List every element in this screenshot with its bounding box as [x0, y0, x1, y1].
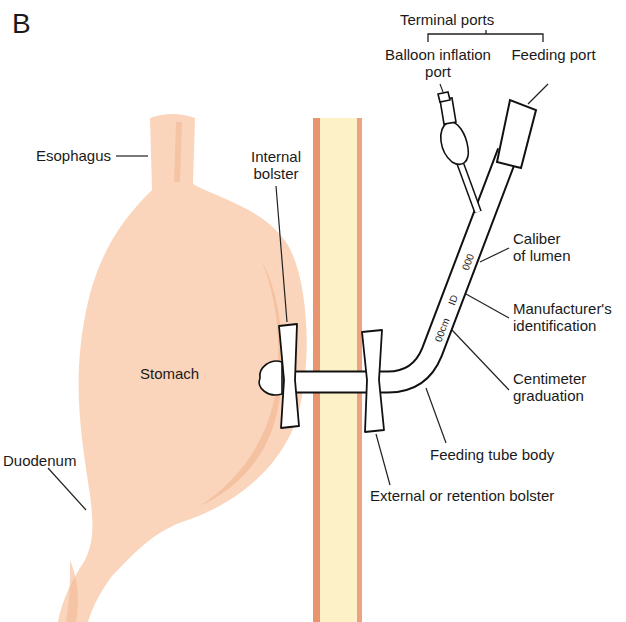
part-label: Feeding tube body [430, 446, 554, 463]
wall-edge [313, 118, 320, 622]
balloon-port-tube [459, 160, 478, 212]
part-label: Balloon inflation port [383, 46, 493, 80]
duodenum-shading [66, 560, 78, 622]
part-label: External or retention bolster [370, 487, 554, 504]
bracket [428, 30, 543, 42]
feeding-port [497, 100, 536, 168]
organ-label: Duodenum [3, 452, 76, 469]
abdominal-wall [313, 118, 362, 622]
part-label: Internal bolster [238, 148, 314, 182]
stomach-shading [200, 262, 283, 506]
esophagus-shading [174, 122, 182, 182]
feeding-tube [283, 152, 508, 382]
internal-bolster [279, 324, 299, 428]
external-bolster [362, 330, 384, 432]
balloon [259, 361, 282, 395]
feeding-tube [283, 152, 508, 382]
part-label: Esophagus [36, 147, 111, 164]
balloon-valve [441, 122, 469, 165]
panel-letter: B [12, 8, 31, 40]
part-label: Manufacturer's identification [513, 300, 621, 334]
part-label: Feeding port [506, 46, 601, 63]
wall-edge [357, 118, 362, 622]
part-label: Centimeter graduation [513, 370, 608, 404]
balloon-valve [438, 92, 450, 102]
balloon-port-tube [459, 160, 478, 212]
group-heading: Terminal ports [400, 11, 494, 28]
organ-label: Stomach [140, 365, 199, 382]
part-label: Caliber of lumen [513, 230, 575, 264]
stomach-outline [58, 114, 307, 622]
